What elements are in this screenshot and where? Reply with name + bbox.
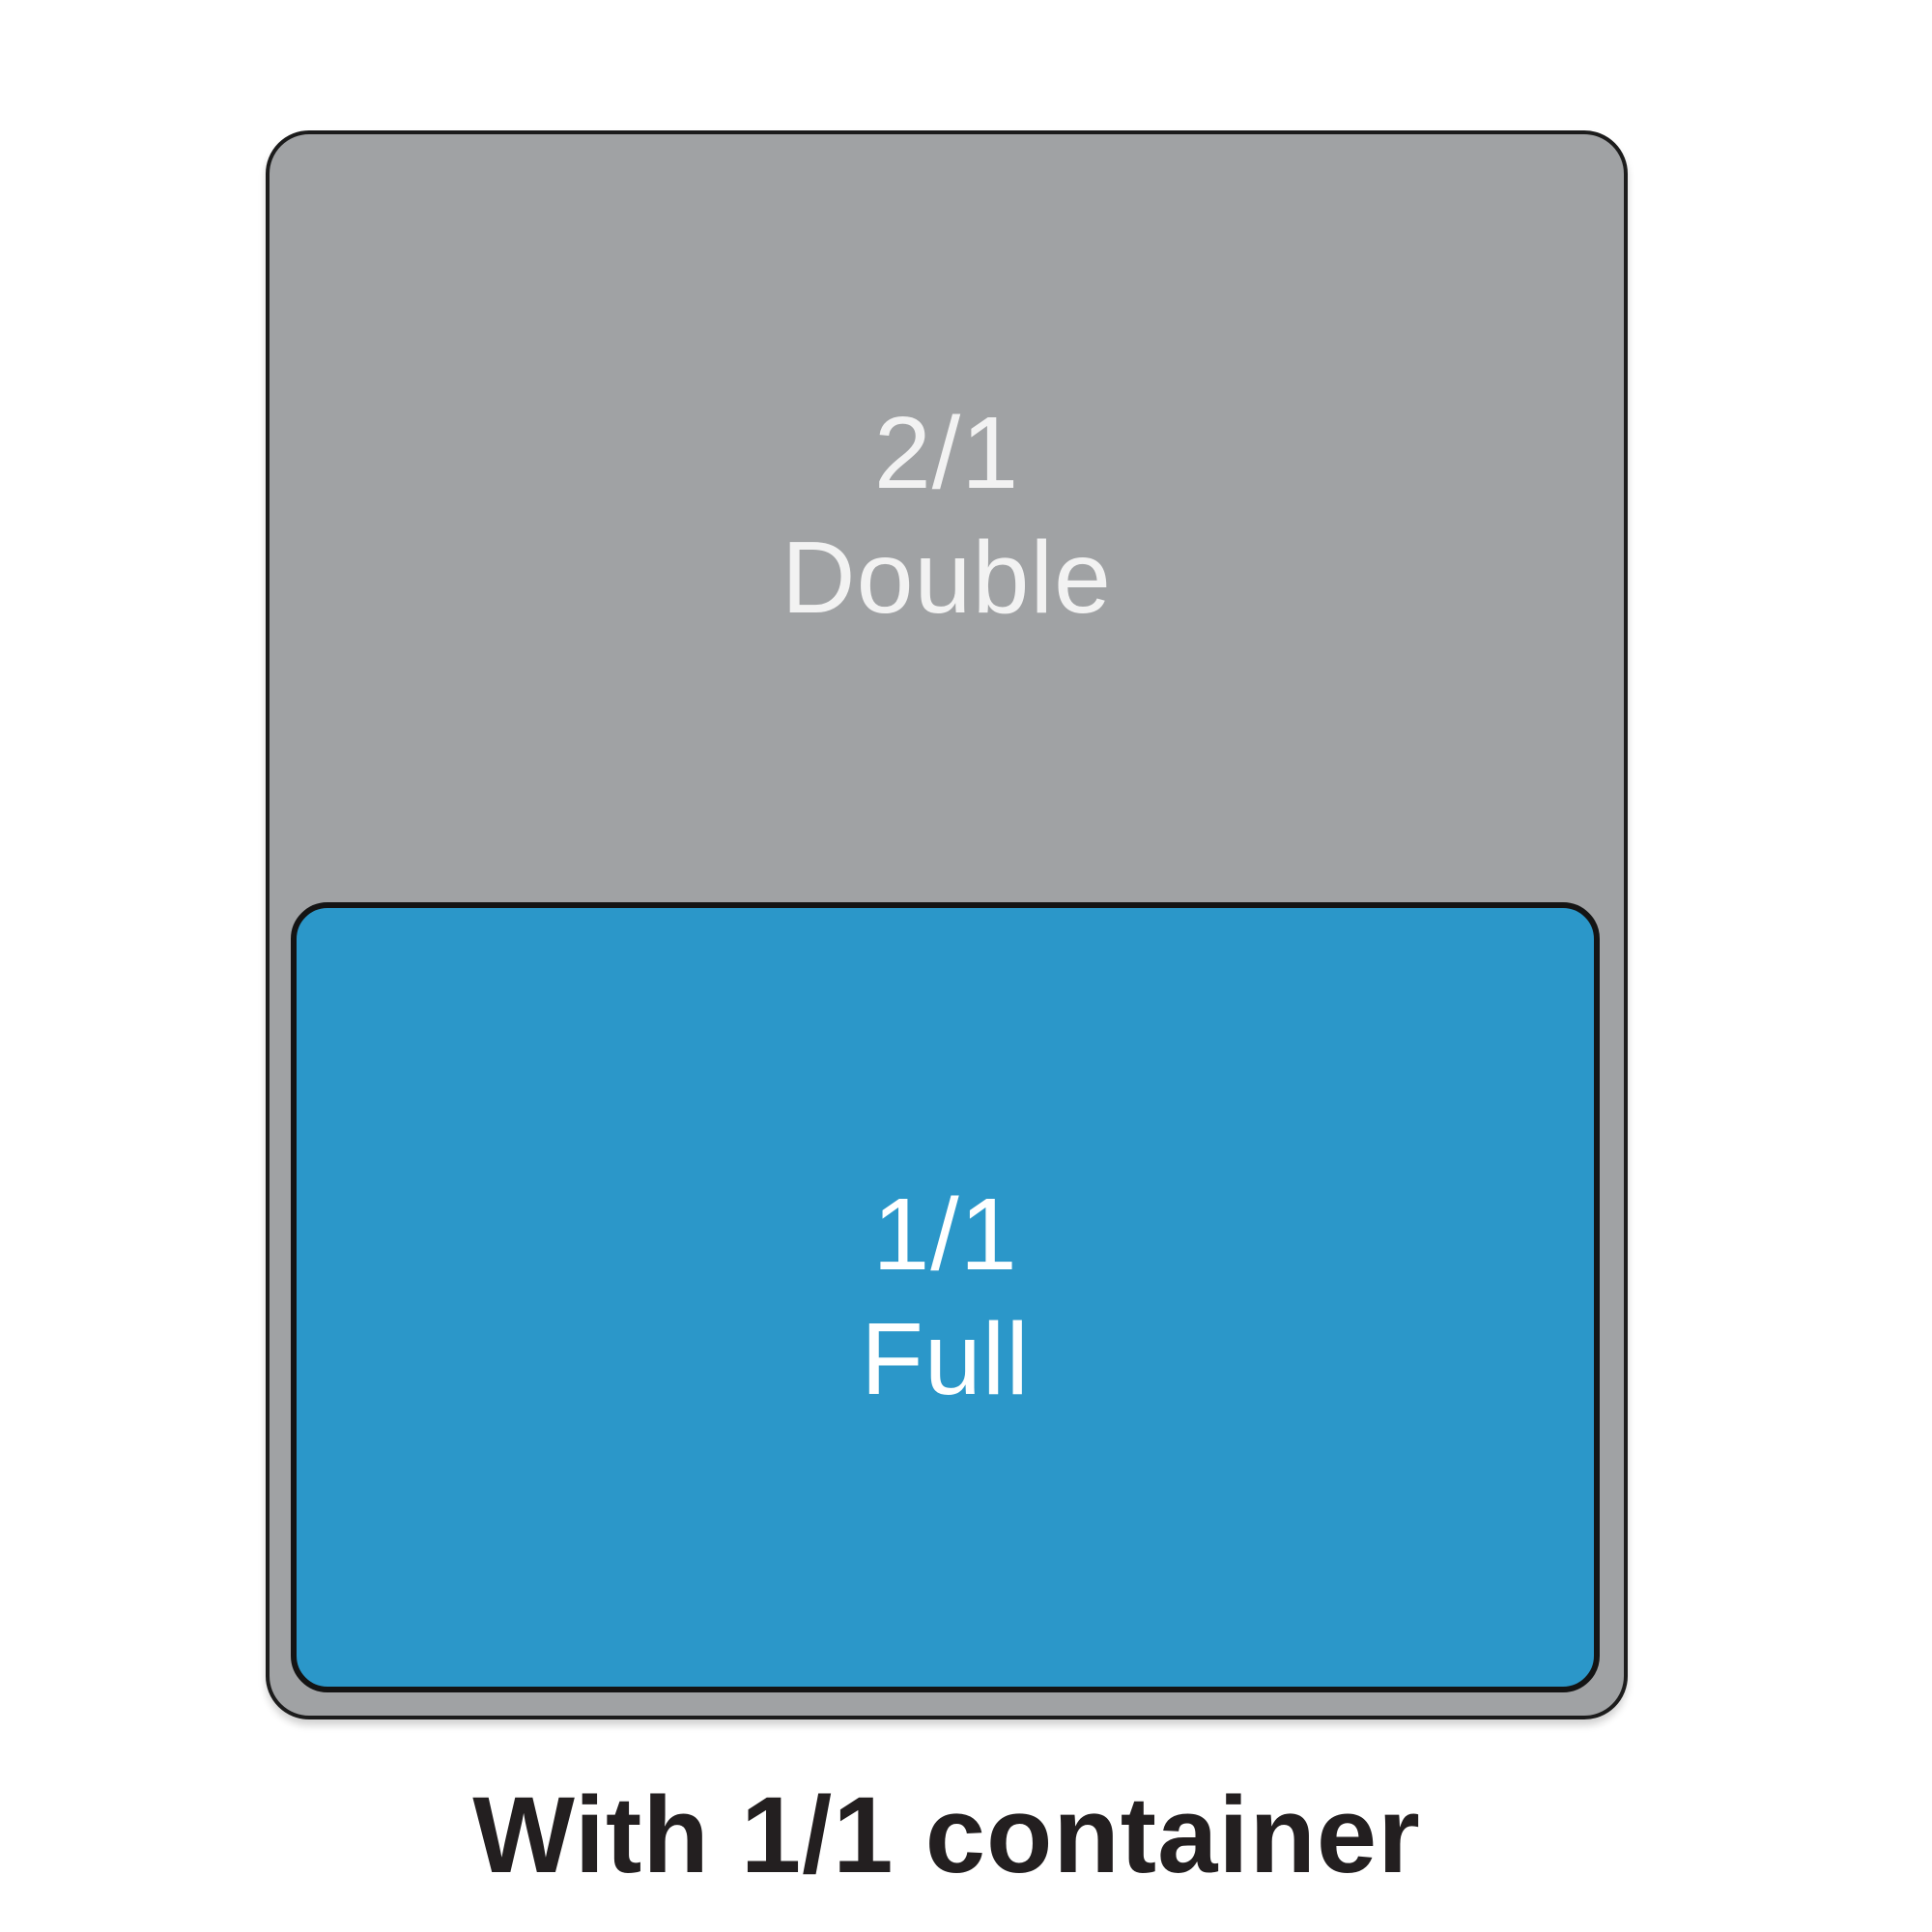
inner-size-fraction: 1/1 xyxy=(872,1177,1018,1292)
outer-size-fraction: 2/1 xyxy=(873,395,1020,510)
inner-size-name: Full xyxy=(861,1302,1030,1416)
outer-container-size-text: 2/1 Double xyxy=(781,391,1112,641)
outer-container-label: 2/1 Double xyxy=(270,134,1624,897)
inner-container-size-text: 1/1 Full xyxy=(861,1173,1030,1423)
container-1-1-full: 1/1 Full xyxy=(291,902,1600,1692)
container-2-1-double: 2/1 Double 1/1 Full xyxy=(266,130,1628,1719)
outer-size-name: Double xyxy=(781,521,1112,635)
caption: With 1/1 container xyxy=(472,1775,1421,1895)
